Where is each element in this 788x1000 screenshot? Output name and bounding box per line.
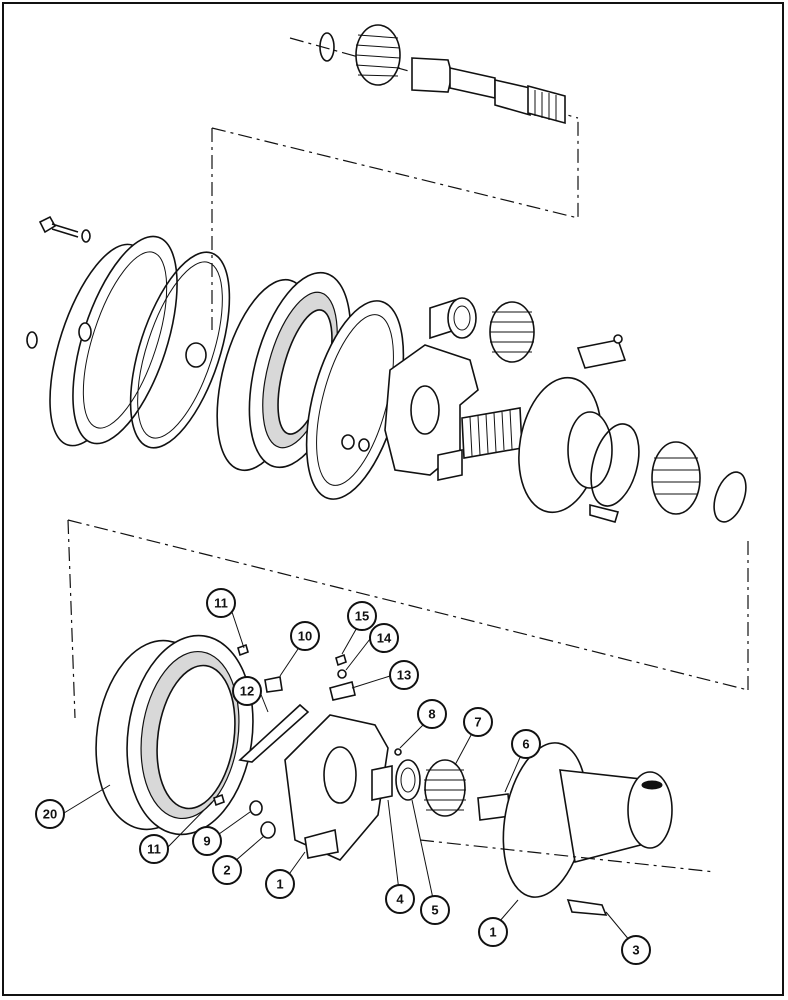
hub-upper xyxy=(518,376,640,523)
snap-ring-upper xyxy=(713,471,747,523)
flange-ring xyxy=(305,300,405,500)
needle-bearing xyxy=(395,759,421,801)
planet-pin-upper xyxy=(576,334,627,369)
callout-6: 6 xyxy=(511,729,541,759)
svg-text:12: 12 xyxy=(240,684,254,699)
planet-bearing-upper xyxy=(447,297,477,339)
snap-ring-top xyxy=(319,32,335,62)
svg-text:8: 8 xyxy=(428,707,435,722)
svg-text:10: 10 xyxy=(298,629,312,644)
svg-text:4: 4 xyxy=(396,892,404,907)
callout-11-upper: 11 xyxy=(206,588,236,618)
svg-text:15: 15 xyxy=(355,609,369,624)
lower-assembly xyxy=(95,634,716,916)
svg-text:9: 9 xyxy=(203,834,210,849)
callout-9: 9 xyxy=(192,826,222,856)
bolt-lower xyxy=(213,793,225,807)
assembly-connector xyxy=(67,519,749,719)
gasket xyxy=(129,251,231,449)
svg-text:11: 11 xyxy=(147,842,161,857)
hub-bolt xyxy=(566,899,608,916)
callout-2: 2 xyxy=(212,855,242,885)
washer xyxy=(249,800,263,816)
upper-assembly xyxy=(26,215,747,523)
svg-text:7: 7 xyxy=(474,715,481,730)
svg-text:14: 14 xyxy=(377,631,392,646)
callout-14: 14 xyxy=(369,623,399,653)
retainer-plate xyxy=(329,681,356,701)
svg-text:1: 1 xyxy=(276,877,283,892)
input-shaft xyxy=(411,57,566,125)
svg-text:20: 20 xyxy=(43,807,57,822)
svg-text:2: 2 xyxy=(223,863,230,878)
callout-5: 5 xyxy=(420,895,450,925)
svg-text:11: 11 xyxy=(214,596,228,611)
splined-coupling xyxy=(461,407,523,459)
callout-10: 10 xyxy=(290,621,320,651)
callout-15: 15 xyxy=(347,601,377,631)
callout-13: 13 xyxy=(389,660,419,690)
callout-1-left: 1 xyxy=(265,869,295,899)
lock-plate xyxy=(264,676,283,693)
callout-8: 8 xyxy=(417,699,447,729)
nut xyxy=(260,821,276,839)
svg-text:3: 3 xyxy=(632,943,639,958)
bracket xyxy=(238,703,310,763)
cover-bolt xyxy=(38,215,91,243)
svg-text:6: 6 xyxy=(522,737,529,752)
callout-12: 12 xyxy=(232,676,262,706)
callout-20: 20 xyxy=(35,799,65,829)
planet-gear-upper xyxy=(489,301,535,363)
svg-text:1: 1 xyxy=(489,925,496,940)
ball xyxy=(394,748,402,756)
callout-11-lower: 11 xyxy=(139,834,169,864)
planet-gear xyxy=(424,759,466,817)
top-shaft-assembly xyxy=(211,24,579,330)
sun-gear-top xyxy=(355,24,401,86)
svg-text:13: 13 xyxy=(397,668,411,683)
end-cover xyxy=(26,235,178,447)
screw xyxy=(335,653,347,667)
carrier-lower xyxy=(284,714,393,861)
planet-carrier xyxy=(384,298,479,481)
output-gear-upper xyxy=(651,441,701,515)
callout-1-right: 1 xyxy=(478,917,508,947)
callout-4: 4 xyxy=(385,884,415,914)
ring-gear xyxy=(95,634,254,836)
hub-lower xyxy=(502,742,673,916)
callout-3: 3 xyxy=(621,935,651,965)
callout-7: 7 xyxy=(463,707,493,737)
lock-washer xyxy=(337,669,347,679)
svg-text:5: 5 xyxy=(431,903,438,918)
